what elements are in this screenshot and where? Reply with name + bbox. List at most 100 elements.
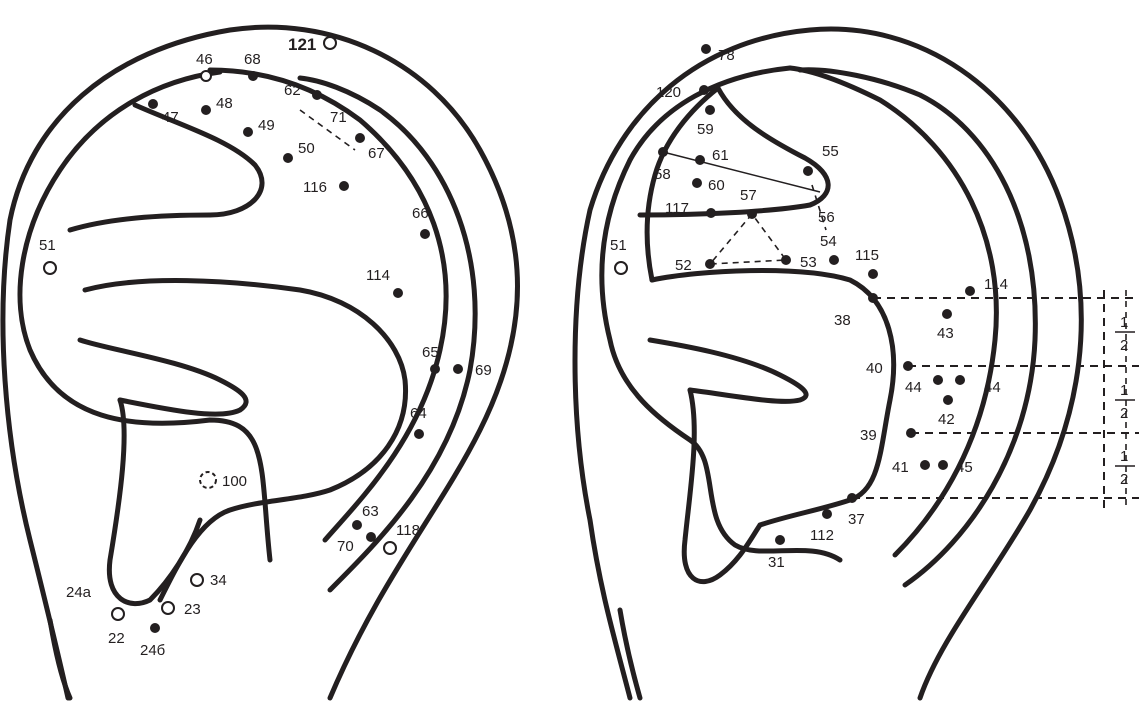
point-48-marker	[201, 105, 211, 115]
point-49-label: 49	[258, 117, 275, 134]
point-112-label: 112	[810, 527, 834, 544]
point-64-marker	[414, 429, 424, 439]
scale-fraction-den-2: 2	[1120, 405, 1128, 422]
point-65-marker	[430, 364, 440, 374]
point-115-label: 115	[855, 247, 879, 264]
right-concha-notch	[650, 340, 806, 401]
point-23-label: 23	[184, 601, 201, 618]
point-69-label: 69	[475, 362, 492, 379]
point-24b-label: 24б	[140, 642, 165, 659]
point-114r-marker	[965, 286, 975, 296]
point-67-label: 67	[368, 145, 385, 162]
right-concha-lower	[652, 271, 894, 525]
point-58-marker	[658, 147, 668, 157]
point-41-marker	[920, 460, 930, 470]
point-34-marker	[191, 574, 203, 586]
point-116-label: 116	[303, 179, 327, 196]
point-60-marker	[692, 178, 702, 188]
point-24b-marker	[150, 623, 160, 633]
point-46-label: 46	[196, 51, 213, 68]
point-69-marker	[453, 364, 463, 374]
point-78-marker	[701, 44, 711, 54]
point-62-marker	[312, 90, 322, 100]
point-120-label: 120	[656, 84, 681, 101]
point-118-marker	[384, 542, 396, 554]
right-line-58-55	[663, 152, 820, 192]
point-55-label: 55	[822, 143, 839, 160]
point-44a-marker	[933, 375, 943, 385]
point-70-label: 70	[337, 538, 354, 555]
point-66-marker	[420, 229, 430, 239]
point-37-label: 37	[848, 511, 865, 528]
scale-fraction-num-2: 1	[1120, 382, 1128, 399]
point-42-marker	[943, 395, 953, 405]
point-39-label: 39	[860, 427, 877, 444]
point-34-label: 34	[210, 572, 227, 589]
point-45-label: 45	[956, 459, 973, 476]
scale-fraction-den-3: 2	[1120, 471, 1128, 488]
right-ear-points: 78 120 59 58 61 55 60 117 57 56 54 51 52…	[610, 44, 1008, 571]
point-57-marker	[747, 209, 757, 219]
point-52-label: 52	[675, 257, 692, 274]
right-tragus	[684, 390, 760, 582]
point-118-label: 118	[396, 522, 420, 539]
point-61-marker	[695, 155, 705, 165]
point-49-marker	[243, 127, 253, 137]
point-67-marker	[355, 133, 365, 143]
point-121-label: 121	[288, 35, 316, 54]
point-121-marker	[324, 37, 336, 49]
point-44b-label: 44	[984, 379, 1001, 396]
point-117-label: 117	[665, 200, 689, 217]
point-50-label: 50	[298, 140, 315, 157]
point-62-label: 62	[284, 82, 301, 99]
point-43-label: 43	[937, 325, 954, 342]
point-78-label: 78	[718, 47, 735, 64]
right-dashed-triangle	[710, 214, 786, 264]
point-112-marker	[822, 509, 832, 519]
point-60-label: 60	[708, 177, 725, 194]
point-70-marker	[366, 532, 376, 542]
right-antihelix-outer	[790, 68, 996, 555]
point-64-label: 64	[410, 405, 427, 422]
point-44a-label: 44	[905, 379, 922, 396]
point-23-marker	[162, 602, 174, 614]
point-120-marker	[699, 85, 709, 95]
point-42-label: 42	[938, 411, 955, 428]
point-114-marker	[393, 288, 403, 298]
point-51r-marker	[615, 262, 627, 274]
point-114-label: 114	[366, 267, 390, 284]
point-31-label: 31	[768, 554, 785, 571]
point-53-label: 53	[800, 254, 817, 271]
point-54-marker	[829, 255, 839, 265]
point-47-marker	[148, 99, 158, 109]
point-55-marker	[803, 166, 813, 176]
point-44b-marker	[955, 375, 965, 385]
point-47-label: 47	[162, 109, 179, 126]
point-52-marker	[705, 259, 715, 269]
point-100-label: 100	[222, 473, 247, 490]
scale-fraction-num-3: 1	[1120, 448, 1128, 465]
point-51-label: 51	[39, 237, 56, 254]
point-40-label: 40	[866, 360, 883, 377]
point-68-marker	[248, 71, 258, 81]
point-56-label: 56	[818, 209, 835, 226]
left-antitragus-notch	[80, 340, 246, 414]
right-fossa-upper	[640, 88, 828, 215]
point-59-marker	[705, 105, 715, 115]
left-scapha-inner	[300, 78, 475, 590]
point-43-marker	[942, 309, 952, 319]
point-38-label: 38	[834, 312, 851, 329]
right-ear	[575, 29, 1081, 698]
left-lobe-line	[50, 620, 70, 698]
point-54-label: 54	[820, 233, 837, 250]
right-lobe-line	[620, 610, 640, 698]
point-68-label: 68	[244, 51, 261, 68]
right-helix-inner	[602, 68, 840, 560]
point-65-label: 65	[422, 344, 439, 361]
point-22-marker	[112, 608, 124, 620]
point-50-marker	[283, 153, 293, 163]
point-45-marker	[938, 460, 948, 470]
point-31-marker	[775, 535, 785, 545]
point-114r-label: 114	[984, 276, 1008, 293]
